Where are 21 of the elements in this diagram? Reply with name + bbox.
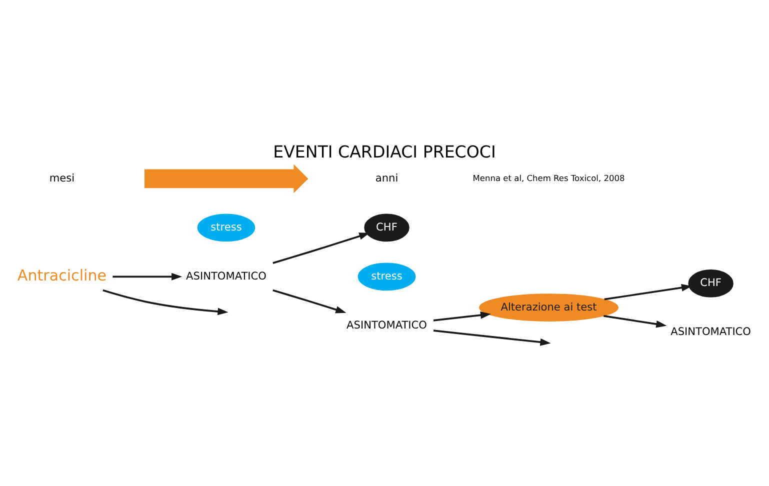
node-ellipse: CHF (688, 269, 734, 297)
arrow (433, 329, 551, 346)
diagram-title: EVENTI CARDIACI PRECOCI (273, 142, 496, 161)
arrow (604, 314, 667, 328)
node-text: Antracicline (17, 266, 107, 284)
arrow (272, 288, 346, 313)
label: Menna et al, Chem Res Toxicol, 2008 (472, 172, 625, 182)
label: anni (375, 172, 398, 184)
node-ellipse: stress (358, 262, 416, 290)
arrow (604, 284, 692, 300)
node-text: ASINTOMATICO (670, 326, 751, 338)
node-text: ASINTOMATICO (186, 270, 266, 282)
arrow (272, 232, 370, 264)
label: mesi (49, 172, 75, 184)
arrow (102, 288, 228, 315)
arrow (433, 310, 492, 321)
arrow (112, 272, 182, 280)
node-ellipse: CHF (364, 213, 410, 242)
node-arrow (144, 164, 308, 193)
node-text: ASINTOMATICO (346, 318, 427, 331)
node-ellipse: stress (197, 213, 256, 242)
